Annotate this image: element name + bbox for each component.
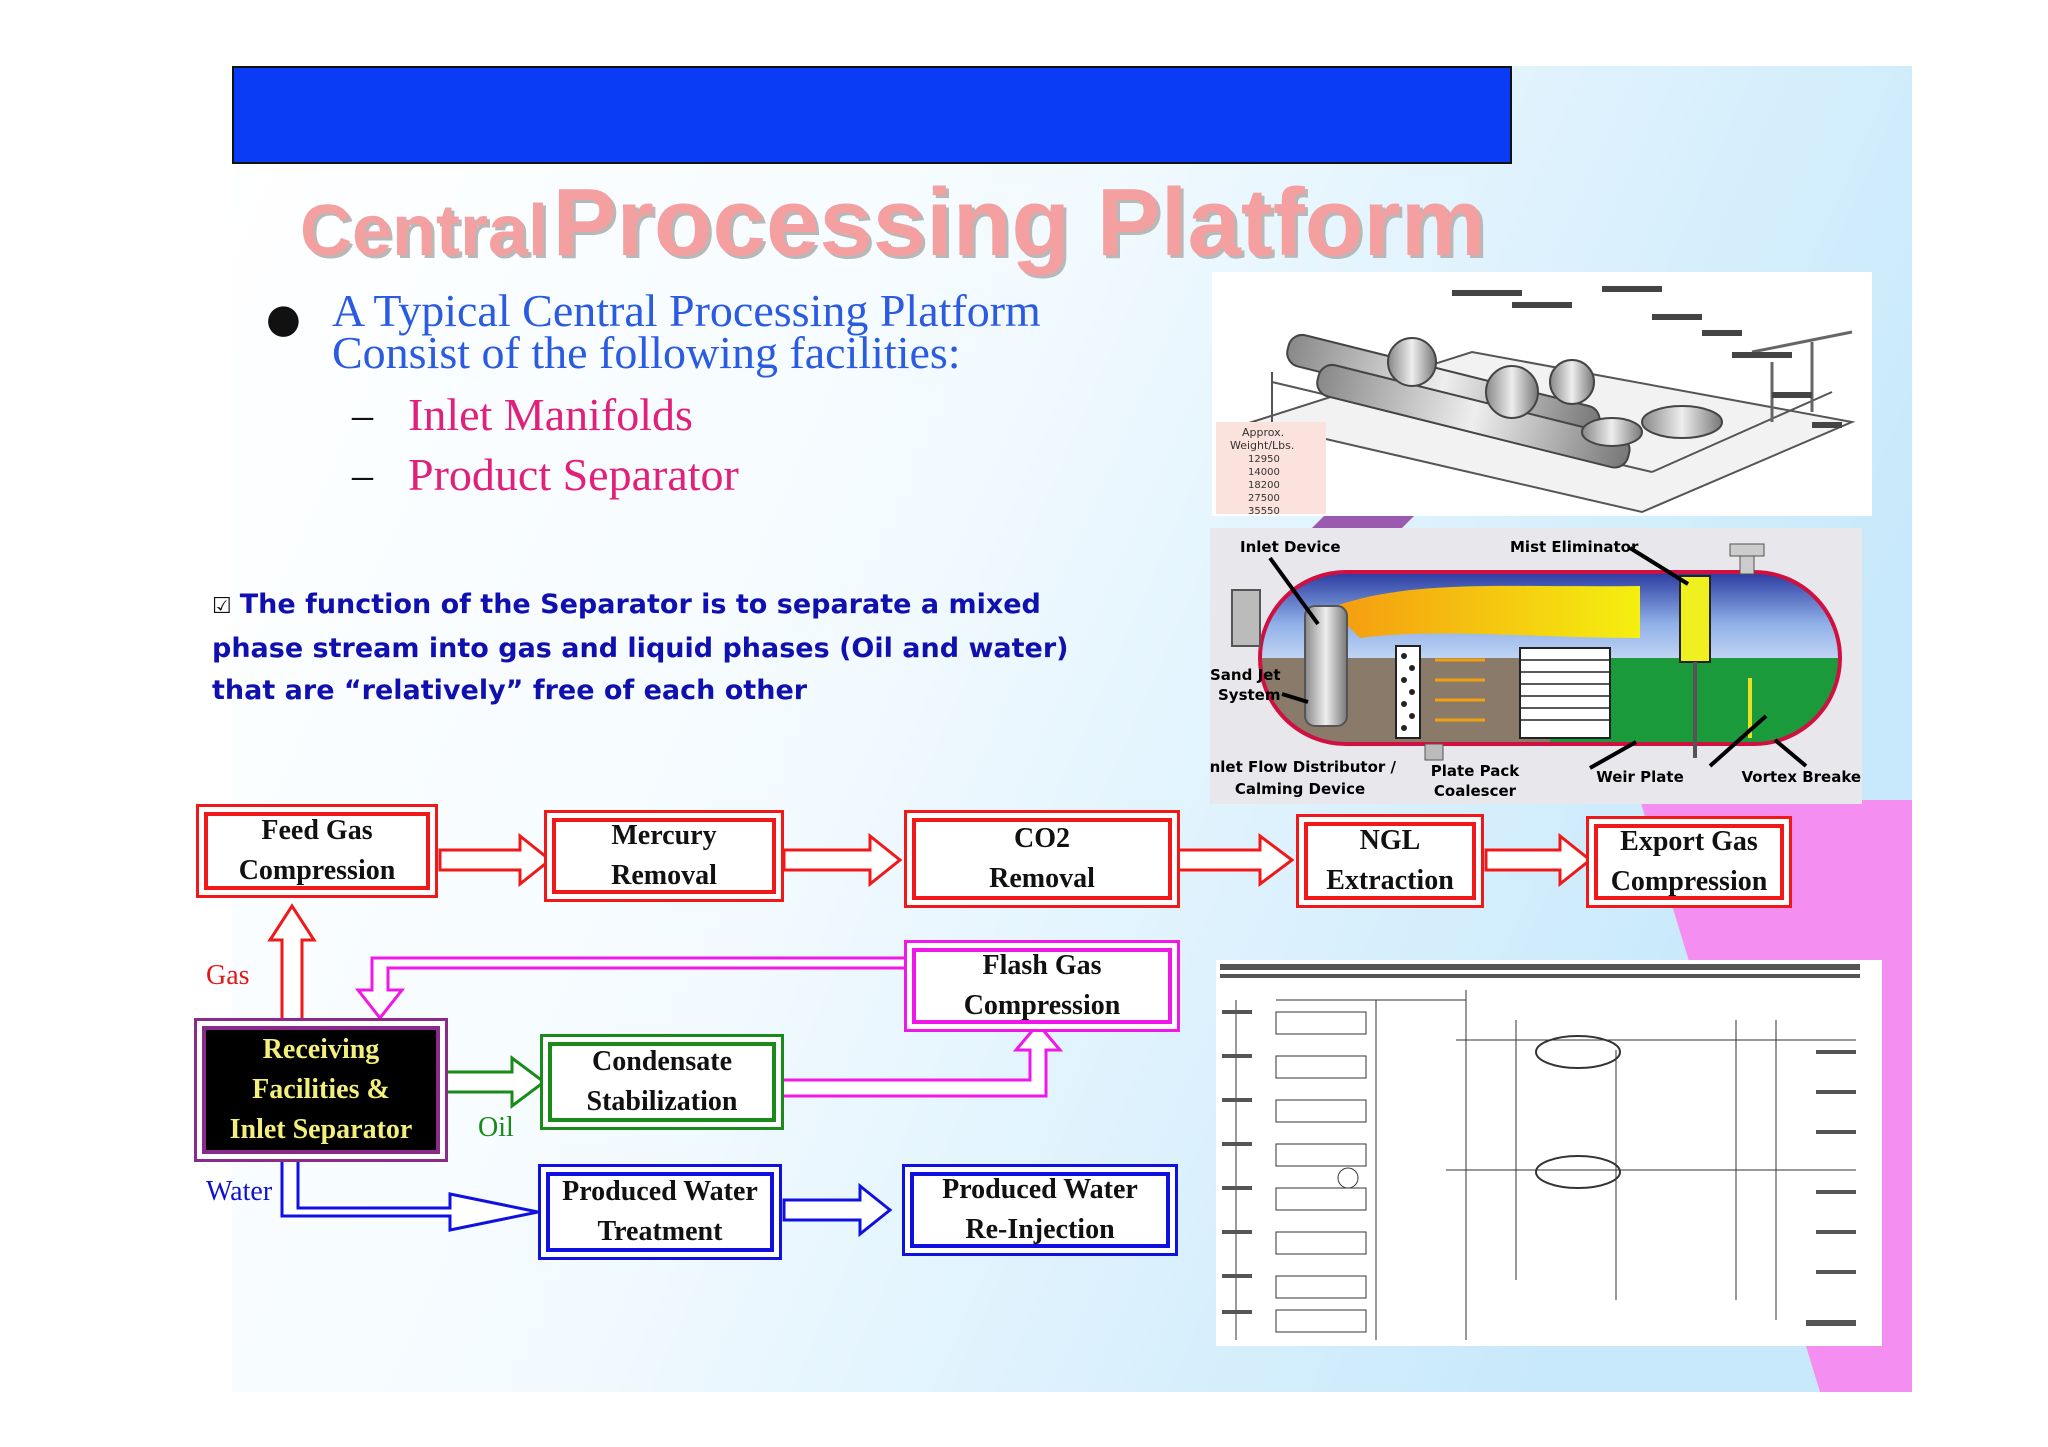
- intro-line-1: A Typical Central Processing Platform: [332, 285, 1041, 336]
- weight-table-header-1: Approx.: [1242, 426, 1284, 439]
- box-label: Export Gas: [1620, 826, 1758, 857]
- page-title: Central Processing Platform: [300, 168, 1600, 278]
- separator-diagram: Inlet Device Mist Eliminator Sand Jet Sy…: [1204, 528, 1869, 804]
- note-line-2: phase stream into gas and liquid phases …: [212, 633, 1069, 664]
- box-label: Removal: [611, 860, 717, 891]
- box-label: Produced Water: [562, 1176, 758, 1207]
- box-label: Compression: [1610, 866, 1768, 897]
- box-label: CO2: [1013, 823, 1070, 854]
- box-label: NGL: [1359, 825, 1421, 856]
- box-label: Compression: [238, 855, 396, 886]
- label-vortex-breaker: Vortex Breaker: [1741, 768, 1862, 786]
- label-plate-pack-2: Coalescer: [1434, 782, 1517, 800]
- separator-vessel-illustration: Inlet Device Mist Eliminator Sand Jet Sy…: [1204, 538, 1869, 800]
- weight-value: 14000: [1248, 467, 1280, 478]
- manifold-illustration: Approx. Weight/Lbs. 12950 14000 18200 27…: [1216, 286, 1856, 517]
- checkbox-icon: ☑: [212, 594, 232, 619]
- box-label: Receiving: [262, 1034, 380, 1065]
- ngl-extraction-box: NGL Extraction: [1296, 814, 1484, 908]
- box-label: Extraction: [1326, 865, 1454, 896]
- weight-value: 12950: [1248, 454, 1280, 465]
- box-label: Produced Water: [942, 1174, 1138, 1205]
- label-inlet-flow-1: Inlet Flow Distributor /: [1210, 758, 1396, 776]
- box-label: Feed Gas: [261, 815, 373, 846]
- weight-table-header-2: Weight/Lbs.: [1230, 439, 1294, 452]
- label-inlet-device: Inlet Device: [1240, 538, 1341, 556]
- label-sand-jet-1: Sand Jet: [1210, 666, 1281, 684]
- box-label: Treatment: [597, 1216, 723, 1247]
- weight-value: 18200: [1248, 480, 1280, 491]
- box-label: Flash Gas: [982, 950, 1102, 981]
- box-label: Stabilization: [586, 1086, 738, 1117]
- dash-icon: –: [352, 453, 373, 499]
- label-oil: Oil: [478, 1112, 514, 1143]
- box-label: Facilities &: [252, 1074, 390, 1105]
- box-label: Inlet Separator: [229, 1114, 413, 1145]
- intro-text: A Typical Central Processing Platform Co…: [332, 285, 1212, 378]
- label-inlet-flow-2: Calming Device: [1235, 780, 1365, 798]
- label-weir-plate: Weir Plate: [1596, 768, 1684, 786]
- note-line-1: The function of the Separator is to sepa…: [239, 589, 1041, 620]
- label-water: Water: [206, 1176, 273, 1207]
- label-plate-pack-1: Plate Pack: [1431, 762, 1520, 780]
- pid-schematic: [1220, 964, 1860, 1340]
- box-label: Mercury: [611, 820, 717, 851]
- box-label: Removal: [989, 863, 1095, 894]
- weight-value: 35550: [1248, 506, 1280, 516]
- label-gas: Gas: [206, 960, 250, 991]
- pid-drawing: [1216, 960, 1882, 1346]
- title-part-2: Processing Platform: [552, 169, 1487, 276]
- label-sand-jet-2: System: [1218, 686, 1280, 704]
- box-label: Condensate: [591, 1046, 732, 1077]
- separator-function-note: ☑ The function of the Separator is to sep…: [212, 584, 1152, 712]
- title-part-1: Central: [300, 191, 549, 271]
- dash-icon: –: [352, 393, 373, 439]
- note-line-3: that are “relatively” free of each other: [212, 675, 808, 706]
- label-mist-eliminator: Mist Eliminator: [1510, 538, 1639, 556]
- sub-item-inlet-manifolds: Inlet Manifolds: [408, 389, 693, 440]
- bullet-icon: ●: [266, 296, 301, 342]
- weight-value: 27500: [1248, 493, 1280, 504]
- box-label: Re-Injection: [965, 1214, 1115, 1245]
- intro-line-2: Consist of the following facilities:: [332, 327, 961, 378]
- header-banner: [232, 66, 1512, 164]
- sub-item-product-separator: Product Separator: [408, 449, 739, 500]
- box-label: Compression: [963, 990, 1121, 1021]
- inlet-manifold-drawing: Approx. Weight/Lbs. 12950 14000 18200 27…: [1212, 272, 1872, 517]
